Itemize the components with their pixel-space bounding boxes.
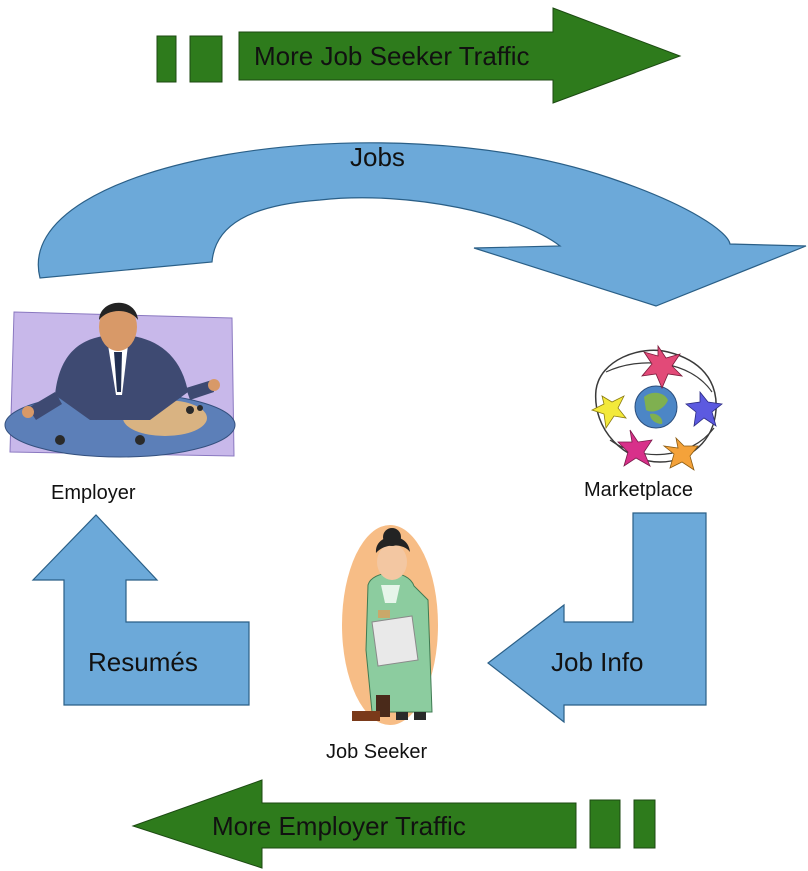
- employer-icon: [4, 302, 236, 458]
- marketplace-label: Marketplace: [584, 479, 693, 501]
- globe-icon: [590, 344, 723, 471]
- resumes-flow-arrow: [31, 514, 250, 706]
- bottom-banner-arrow: [131, 779, 656, 869]
- job-seeker-icon: [342, 525, 438, 725]
- job-info-flow-arrow: [487, 512, 707, 724]
- jobs-flow-label: Jobs: [350, 142, 405, 172]
- bottom-banner-block-1: [589, 799, 621, 849]
- bottom-banner-arrow-body: [131, 779, 577, 869]
- resumes-flow-label: Resumés: [88, 647, 198, 677]
- top-banner-label: More Job Seeker Traffic: [254, 41, 530, 71]
- top-banner-arrow-body: [238, 7, 682, 104]
- top-banner-block-2: [189, 35, 223, 83]
- employer-label: Employer: [51, 482, 136, 504]
- bottom-banner-block-2: [633, 799, 656, 849]
- jobs-flow-arrow: [37, 142, 807, 307]
- job-seeker-label: Job Seeker: [326, 741, 428, 763]
- job-info-flow-label: Job Info: [551, 647, 644, 677]
- top-banner-block-1: [156, 35, 177, 83]
- top-banner-arrow: [156, 7, 682, 104]
- bottom-banner-label: More Employer Traffic: [212, 811, 466, 841]
